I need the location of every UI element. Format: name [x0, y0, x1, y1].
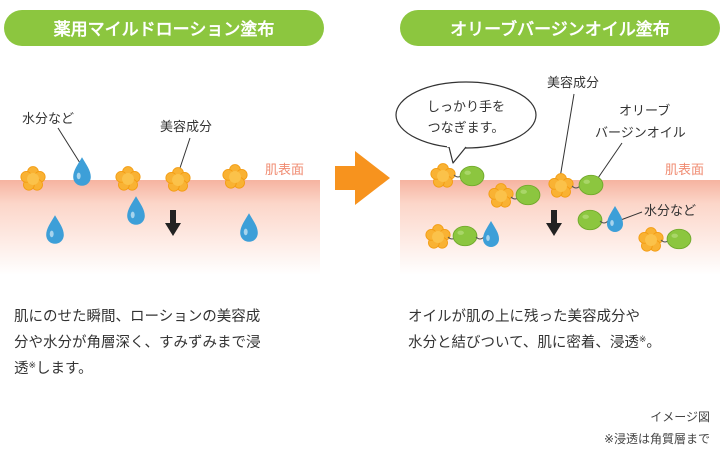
left-description-line-2: 分や水分が角層深く、すみずみまで浸	[14, 335, 261, 351]
left-description: 肌にのせた瞬間、ローションの美容成 分や水分が角層深く、すみずみまで浸 透※しま…	[14, 304, 261, 382]
bubble-text-1: しっかり手を	[427, 100, 505, 115]
oil-icon-2	[578, 174, 604, 196]
left-skin-label: 肌表面	[265, 163, 304, 178]
right-beauty-label: 美容成分	[547, 75, 599, 91]
left-beauty-icon-3	[165, 167, 191, 192]
left-down-arrow-icon	[165, 210, 181, 236]
right-beauty-icon-1	[430, 163, 456, 188]
olive-label-1: オリーブ	[619, 103, 670, 119]
left-description-line-3a: 透	[14, 361, 29, 377]
right-title: オリーブバージンオイル塗布	[450, 19, 670, 40]
right-panel: オリーブバージンオイル塗布 肌表面 しっかり手を つなぎます。 美容成分 オリー…	[395, 10, 720, 275]
left-water-icon-1	[73, 157, 91, 186]
right-title-pill	[400, 10, 720, 46]
oil-icon-5	[452, 225, 478, 247]
speech-bubble	[395, 81, 537, 164]
olive-label-2: バージンオイル	[595, 126, 686, 141]
left-beauty-icon-1	[20, 166, 46, 191]
footnote: ※浸透は角質層まで	[603, 432, 710, 446]
left-title: 薬用マイルドローション塗布	[54, 19, 275, 40]
left-description-line-1: 肌にのせた瞬間、ローションの美容成	[14, 309, 261, 325]
transition-arrow-icon	[335, 151, 390, 205]
left-beauty-icon-4	[222, 164, 248, 189]
right-description: オイルが肌の上に残った美容成分や 水分と結びついて、肌に密着、浸透※。	[408, 304, 661, 356]
oil-icon-4	[577, 209, 603, 231]
right-description-line-2b: 。	[646, 335, 661, 351]
left-title-pill	[4, 10, 324, 46]
left-water-pointer	[57, 127, 81, 164]
oil-icon-3	[515, 184, 541, 206]
oil-icon-6	[666, 228, 692, 250]
left-description-line-3b: します。	[36, 361, 93, 377]
footnote-mark: ※	[638, 335, 647, 345]
right-water-label: 水分など	[644, 204, 696, 219]
left-panel: 薬用マイルドローション塗布 肌表面 水分など 美容成分	[0, 10, 324, 275]
right-skin-label: 肌表面	[665, 163, 704, 178]
left-beauty-label: 美容成分	[160, 119, 212, 135]
right-description-line-1: オイルが肌の上に残った美容成分や	[408, 309, 640, 325]
oil-icon-1	[459, 165, 485, 187]
bubble-text-2: つなぎます。	[428, 121, 505, 136]
right-down-arrow-icon	[546, 210, 562, 236]
left-beauty-icon-2	[115, 166, 141, 191]
image-note: イメージ図	[650, 410, 710, 424]
right-beauty-icon-2	[548, 173, 574, 198]
footnote-mark: ※	[28, 361, 37, 371]
left-water-label: 水分など	[22, 112, 74, 127]
right-beauty-pointer	[559, 93, 575, 179]
olive-pointer	[597, 142, 623, 179]
right-description-line-2a: 水分と結びついて、肌に密着、浸透	[408, 335, 639, 351]
